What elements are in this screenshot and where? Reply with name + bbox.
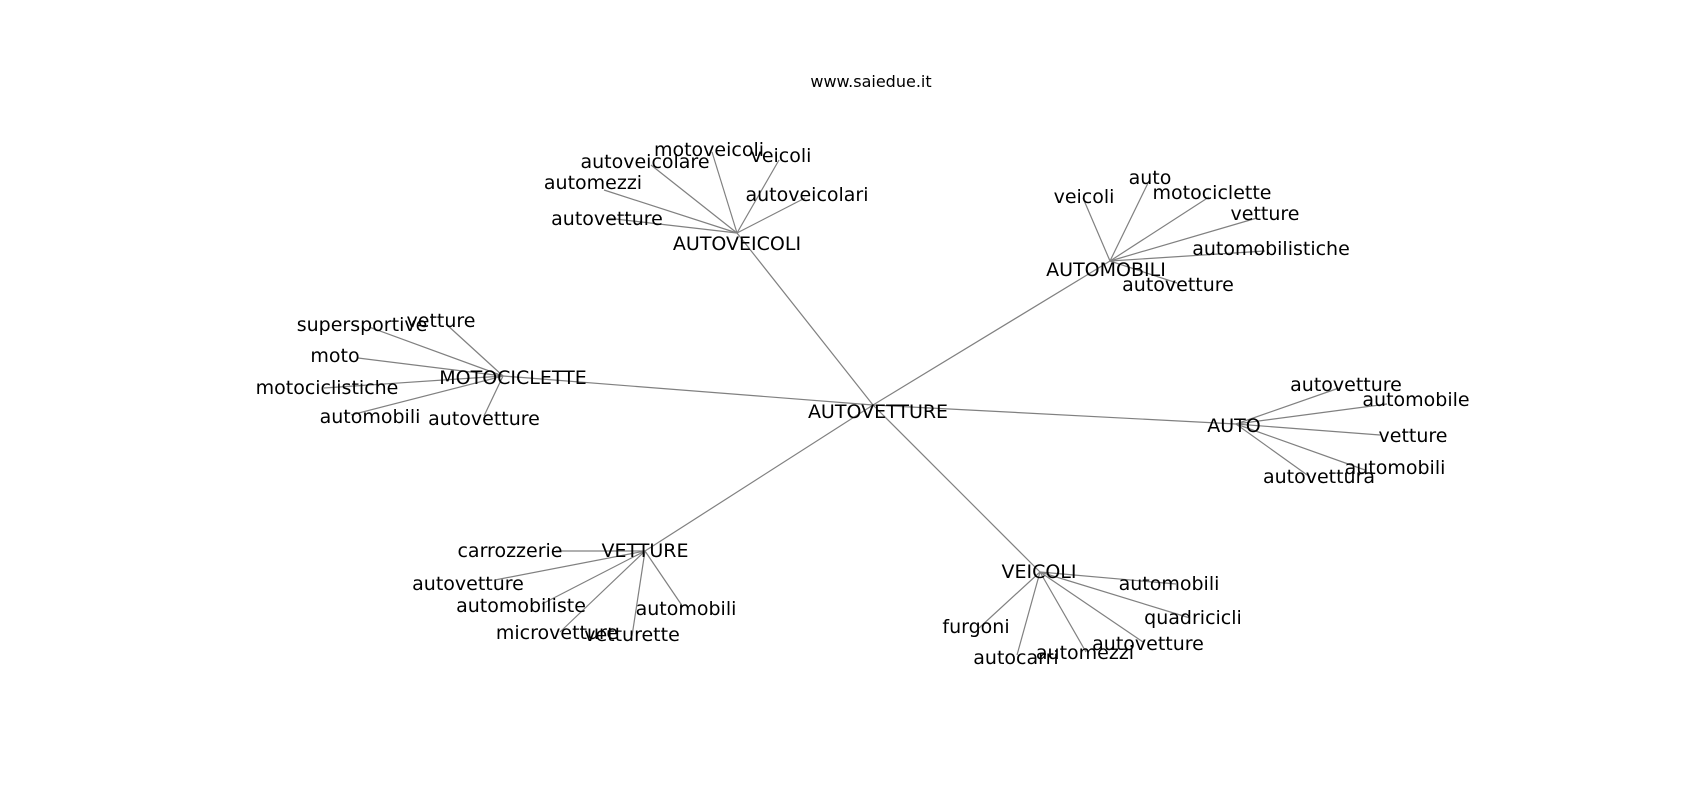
leaf-node-label: automobilistiche — [1192, 238, 1350, 260]
hub-node-veicoli: VEICOLI — [1001, 561, 1076, 583]
label-layer: www.saiedue.it AUTOVETTUREAUTOVEICOLImot… — [256, 72, 1470, 669]
edge-root-automobili — [872, 260, 1111, 406]
edge-veicoli-leaf — [1039, 571, 1144, 643]
edge-auto-leaf — [1235, 423, 1311, 478]
edge-layer — [323, 151, 1388, 656]
edge-vetture-leaf — [494, 550, 646, 581]
leaf-node-label: supersportive — [297, 314, 428, 336]
leaf-node-label: motociclette — [1153, 182, 1272, 204]
leaf-node-label: automezzi — [1036, 642, 1134, 664]
leaf-node-label: automobile — [1362, 389, 1469, 411]
edge-auto-leaf — [1235, 423, 1381, 436]
leaf-node-label: vetture — [407, 310, 476, 332]
edge-veicoli-leaf — [1016, 571, 1041, 656]
leaf-node-label: moto — [310, 345, 359, 367]
hub-node-motociclette: MOTOCICLETTE — [439, 367, 587, 389]
leaf-node-label: autovetture — [551, 208, 663, 230]
leaf-node-label: furgoni — [942, 616, 1009, 638]
edge-motociclette-leaf — [323, 375, 504, 389]
leaf-node-label: automobili — [1345, 457, 1446, 479]
leaf-node-label: automobili — [636, 598, 737, 620]
edge-vetture-leaf — [644, 550, 684, 608]
edge-automobili-leaf — [1109, 196, 1210, 262]
edge-veicoli-leaf — [978, 571, 1041, 629]
hub-node-auto: AUTO — [1207, 415, 1260, 437]
edge-auto-leaf — [1235, 403, 1388, 425]
leaf-node-label: autoveicolare — [580, 151, 709, 173]
edge-root-vetture — [644, 404, 874, 552]
leaf-node-label: autovetture — [1122, 274, 1234, 296]
leaf-node-label: vetture — [1231, 203, 1300, 225]
leaf-node-label: vetturette — [584, 624, 680, 646]
edge-autoveicoli-leaf — [603, 189, 738, 234]
edge-motociclette-leaf — [483, 375, 504, 417]
leaf-node-label: motociclistiche — [256, 377, 399, 399]
edge-automobili-leaf — [1082, 197, 1111, 262]
edge-motociclette-leaf — [445, 323, 504, 377]
edge-autoveicoli-leaf — [711, 151, 738, 234]
leaf-node-label: autovetture — [412, 573, 524, 595]
edge-root-auto — [872, 404, 1237, 425]
leaf-node-label: autocarri — [973, 647, 1058, 669]
leaf-node-label: automobili — [320, 406, 421, 428]
edge-vetture-leaf — [541, 550, 646, 605]
edge-autoveicoli-leaf — [736, 159, 780, 234]
edge-auto-leaf — [1235, 423, 1366, 471]
edge-autoveicoli-leaf — [650, 164, 738, 234]
leaf-node-label: veicoli — [751, 145, 812, 167]
hub-node-vetture: VETTURE — [602, 540, 689, 562]
leaf-node-label: autovetture — [1092, 633, 1204, 655]
leaf-node-label: carrozzerie — [457, 540, 562, 562]
leaf-node-label: autoveicolari — [745, 184, 868, 206]
leaf-node-label: automezzi — [544, 172, 642, 194]
leaf-node-label: motoveicoli — [654, 139, 764, 161]
edge-autoveicoli-leaf — [736, 197, 806, 234]
edge-motociclette-leaf — [357, 357, 504, 377]
source-url: www.saiedue.it — [810, 72, 931, 91]
hub-node-automobili: AUTOMOBILI — [1046, 259, 1166, 281]
edge-auto-leaf — [1235, 387, 1340, 425]
edge-motociclette-leaf — [350, 375, 504, 416]
edge-veicoli-leaf — [1039, 571, 1191, 619]
leaf-node-label: quadricicli — [1144, 607, 1242, 629]
hub-node-autoveicoli: AUTOVEICOLI — [673, 233, 801, 255]
leaf-node-label: veicoli — [1054, 186, 1115, 208]
edge-automobili-leaf — [1109, 250, 1266, 262]
edge-autoveicoli-leaf — [606, 217, 738, 234]
edge-automobili-leaf — [1109, 180, 1150, 262]
leaf-node-label: autovetture — [1290, 374, 1402, 396]
edge-vetture-leaf — [559, 550, 646, 633]
edge-motociclette-leaf — [368, 326, 504, 377]
leaf-node-label: autovetture — [428, 408, 540, 430]
leaf-node-label: vetture — [1379, 425, 1448, 447]
edge-veicoli-leaf — [1039, 571, 1087, 653]
edge-veicoli-leaf — [1039, 571, 1177, 585]
leaf-node-label: automobili — [1119, 573, 1220, 595]
leaf-node-label: autovettura — [1263, 466, 1375, 488]
edge-root-motociclette — [502, 375, 874, 406]
edge-vetture-leaf — [631, 550, 646, 637]
leaf-node-label: microvetture — [496, 622, 618, 644]
root-node-label: AUTOVETTURE — [808, 401, 948, 423]
edge-automobili-leaf — [1109, 260, 1178, 284]
leaf-node-label: automobiliste — [456, 595, 586, 617]
edge-root-veicoli — [872, 404, 1041, 573]
leaf-node-label: auto — [1129, 167, 1172, 189]
edge-root-autoveicoli — [736, 232, 874, 406]
edge-automobili-leaf — [1109, 217, 1258, 262]
